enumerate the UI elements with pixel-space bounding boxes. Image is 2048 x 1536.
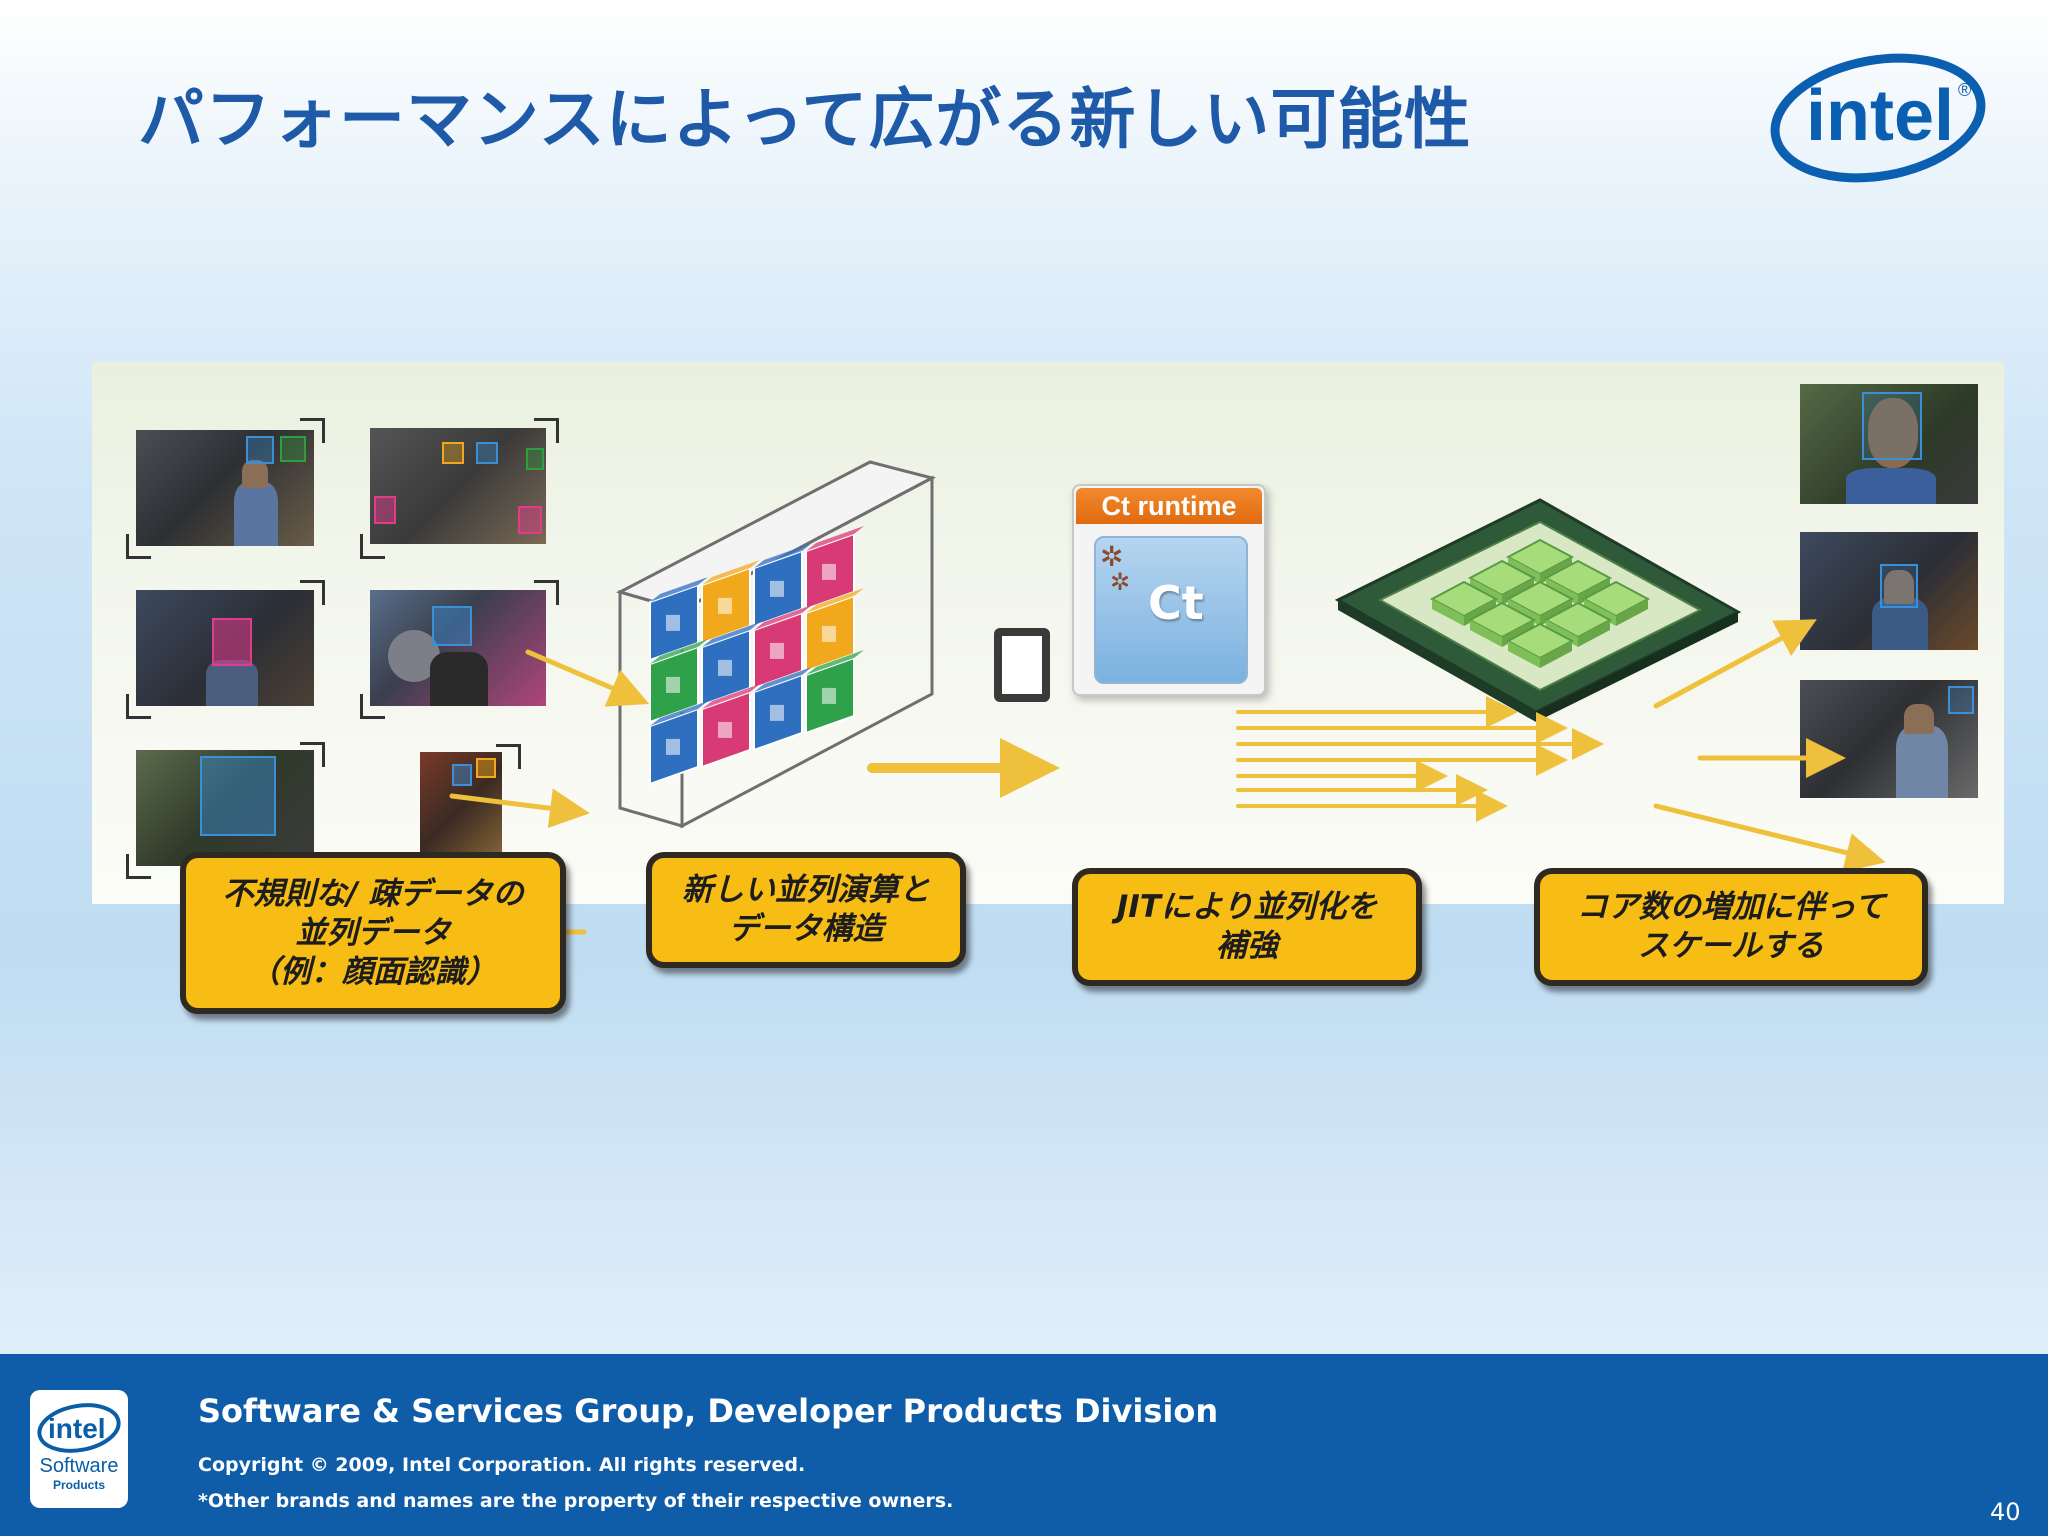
callout-parallel-ops-text: 新しい並列演算と データ構造 <box>682 872 930 947</box>
face-box <box>526 448 544 470</box>
face-box <box>374 496 396 524</box>
viewfinder-corner <box>300 580 325 605</box>
callout-core-scaling: コア数の増加に伴って スケールする <box>1534 868 1928 986</box>
photo-result-server <box>1800 532 1978 650</box>
ct-runtime-card: Ct runtime ✲ ✲ Ct <box>1072 484 1266 696</box>
photo-office-1 <box>136 430 314 546</box>
placeholder-glyph-box <box>994 628 1050 702</box>
viewfinder-corner <box>360 694 385 719</box>
viewfinder-corner <box>126 534 151 559</box>
face-box <box>280 436 306 462</box>
intel-logo-text: intel <box>1806 76 1954 156</box>
gear-icon: ✲ <box>1110 568 1131 596</box>
callout-irregular-data: 不規則な/ 疎データの 並列データ （例：顔面認識） <box>180 852 566 1014</box>
software-label: Software <box>39 1455 119 1477</box>
footer-brands-note: *Other brands and names are the property… <box>198 1490 954 1512</box>
viewfinder-corner <box>300 418 325 443</box>
face-box <box>246 436 274 464</box>
photo-result-portrait <box>1800 384 1978 504</box>
face-box <box>200 756 276 836</box>
viewfinder-corner <box>126 694 151 719</box>
face-box <box>1862 392 1922 460</box>
intel-software-logo-text: intel <box>48 1413 106 1444</box>
intel-logo: intel ® <box>1770 53 1986 183</box>
photo-portrait <box>136 750 314 866</box>
face-box <box>1948 686 1974 714</box>
photo-server-room <box>136 590 314 706</box>
callout-jit-text: JITにより並列化を 補強 <box>1116 889 1378 964</box>
face-box <box>442 442 464 464</box>
callout-irregular-data-text: 不規則な/ 疎データの 並列データ （例：顔面認識） <box>222 875 524 990</box>
callout-jit: JITにより並列化を 補強 <box>1072 868 1422 986</box>
face-box <box>212 618 252 666</box>
face-box <box>432 606 472 646</box>
page-number: 40 <box>1990 1498 2021 1526</box>
footer-bar: intel Software Products Software & Servi… <box>0 1354 2048 1536</box>
viewfinder-corner <box>496 744 521 769</box>
footer-group-name: Software & Services Group, Developer Pro… <box>198 1392 1219 1430</box>
viewfinder-corner <box>534 418 559 443</box>
photo-lab <box>420 752 502 866</box>
callout-core-scaling-text: コア数の増加に伴って スケールする <box>1576 889 1886 964</box>
intel-software-logo: intel Software Products <box>30 1390 128 1508</box>
footer-copyright: Copyright © 2009, Intel Corporation. All… <box>198 1454 806 1476</box>
photo-presenter <box>370 590 546 706</box>
viewfinder-corner <box>360 534 385 559</box>
callout-parallel-ops: 新しい並列演算と データ構造 <box>646 852 966 968</box>
viewfinder-corner <box>300 742 325 767</box>
slide-title: パフォーマンスによって広がる新しい可能性 <box>138 81 1472 158</box>
ct-icon-label: Ct <box>1148 576 1204 630</box>
ct-icon: ✲ ✲ Ct <box>1094 536 1248 684</box>
face-box <box>1880 564 1918 608</box>
products-label: Products <box>52 1478 105 1492</box>
ct-runtime-header: Ct runtime <box>1076 488 1262 524</box>
face-box <box>452 764 472 786</box>
intel-software-logo-mark: intel <box>37 1403 121 1453</box>
face-box <box>476 442 498 464</box>
registered-mark: ® <box>1958 80 1971 100</box>
face-box <box>476 758 496 778</box>
viewfinder-corner <box>126 854 151 879</box>
photo-group <box>370 428 546 544</box>
gear-icon: ✲ <box>1100 540 1124 573</box>
face-box <box>518 506 542 534</box>
photo-result-office <box>1800 680 1978 798</box>
viewfinder-corner <box>534 580 559 605</box>
